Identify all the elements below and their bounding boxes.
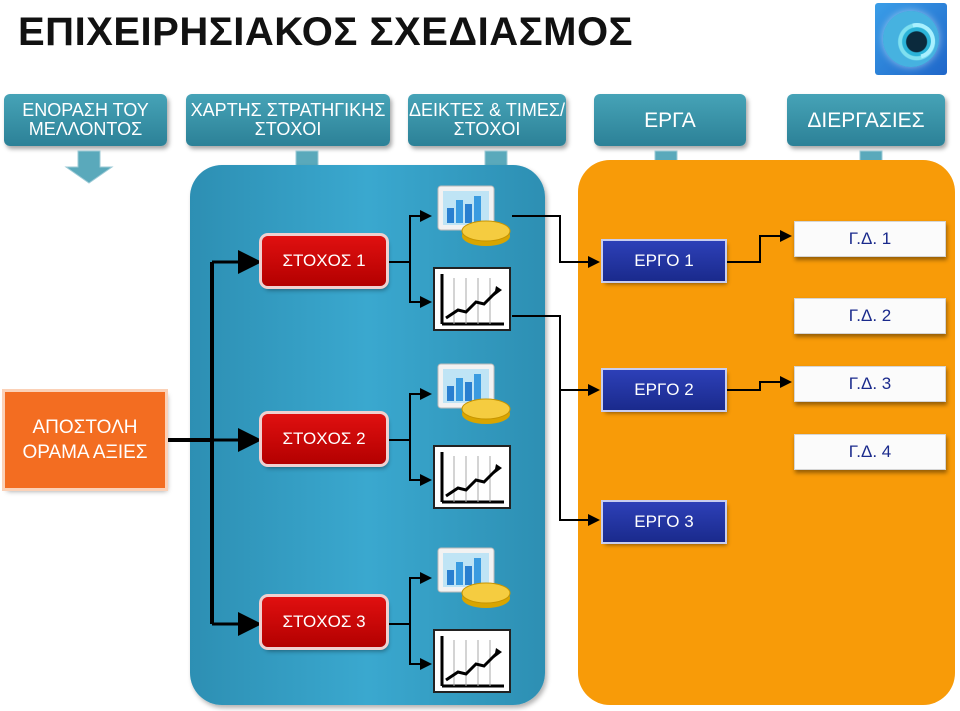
page-title: ΕΠΙΧΕΙΡΗΣΙΑΚΟΣ ΣΧΕΔΙΑΣΜΟΣ [18,10,634,54]
down-arrow-icon [64,150,114,184]
kpi-monitor-icon [437,363,511,424]
mission-vision-values-box: ΑΠΟΣΤΟΛΗ ΟΡΑΜΑ ΑΞΙΕΣ [5,392,165,488]
header-vision: ΕΝΟΡΑΣΗ ΤΟΥ ΜΕΛΛΟΝΤΟΣ [4,94,167,146]
goal-1-box: ΣΤΟΧΟΣ 1 [262,236,386,286]
trend-chart-icon [433,629,511,693]
project-2-box: ΕΡΓΟ 2 [603,370,725,410]
logo [875,3,947,75]
process-2-box: Γ.Δ. 2 [794,298,946,334]
goal-3-box: ΣΤΟΧΟΣ 3 [262,597,386,647]
trend-chart-icon [433,445,511,509]
process-3-box: Γ.Δ. 3 [794,366,946,402]
kpi-monitor-icon [437,547,511,608]
project-1-box: ΕΡΓΟ 1 [603,241,725,281]
process-4-box: Γ.Δ. 4 [794,434,946,470]
header-projects: ΕΡΓΑ [594,94,746,146]
process-1-box: Γ.Δ. 1 [794,221,946,257]
header-processes: ΔΙΕΡΓΑΣΙΕΣ [787,94,945,146]
header-indicators: ΔΕΙΚΤΕΣ & ΤΙΜΕΣ/ ΣΤΟΧΟΙ [408,94,566,146]
kpi-monitor-icon [437,185,511,246]
header-strategy-map: ΧΑΡΤΗΣ ΣΤΡΑΤΗΓΙΚΗΣ ΣΤΟΧΟΙ [186,94,390,146]
trend-chart-icon [433,267,511,331]
project-3-box: ΕΡΓΟ 3 [603,502,725,542]
goal-2-box: ΣΤΟΧΟΣ 2 [262,414,386,464]
